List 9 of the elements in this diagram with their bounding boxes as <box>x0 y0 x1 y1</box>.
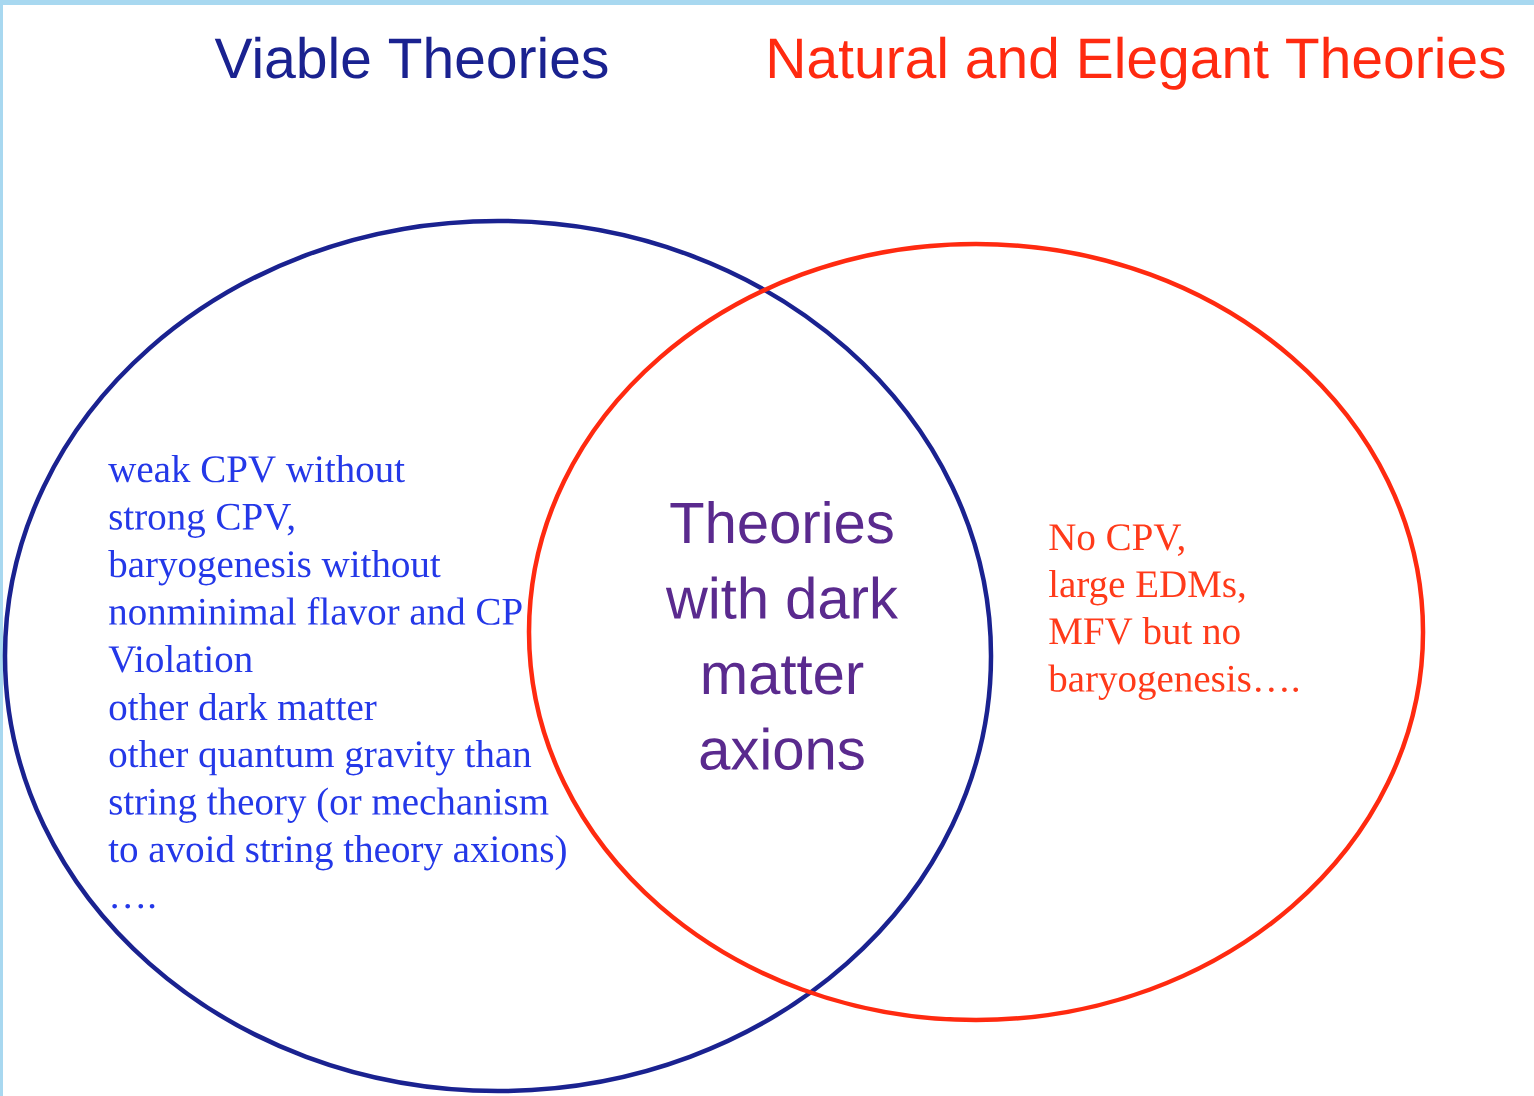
overlap-label: Theories with dark matter axions <box>665 500 899 771</box>
list-text: …. <box>112 903 155 909</box>
list-text: other quantum gravity than string theory (or mechanism to avoid string theory axions) <box>108 739 566 871</box>
list-text: large EDMs, <box>1049 569 1245 606</box>
list-text: No CPV, <box>1049 524 1184 556</box>
set-title: Natural and Elegant Theories <box>769 36 1505 90</box>
set-title: Viable Theories <box>214 36 608 79</box>
list-text: MFV but no baryogenesis…. <box>1048 616 1298 700</box>
list-text: other dark matter <box>109 692 377 721</box>
